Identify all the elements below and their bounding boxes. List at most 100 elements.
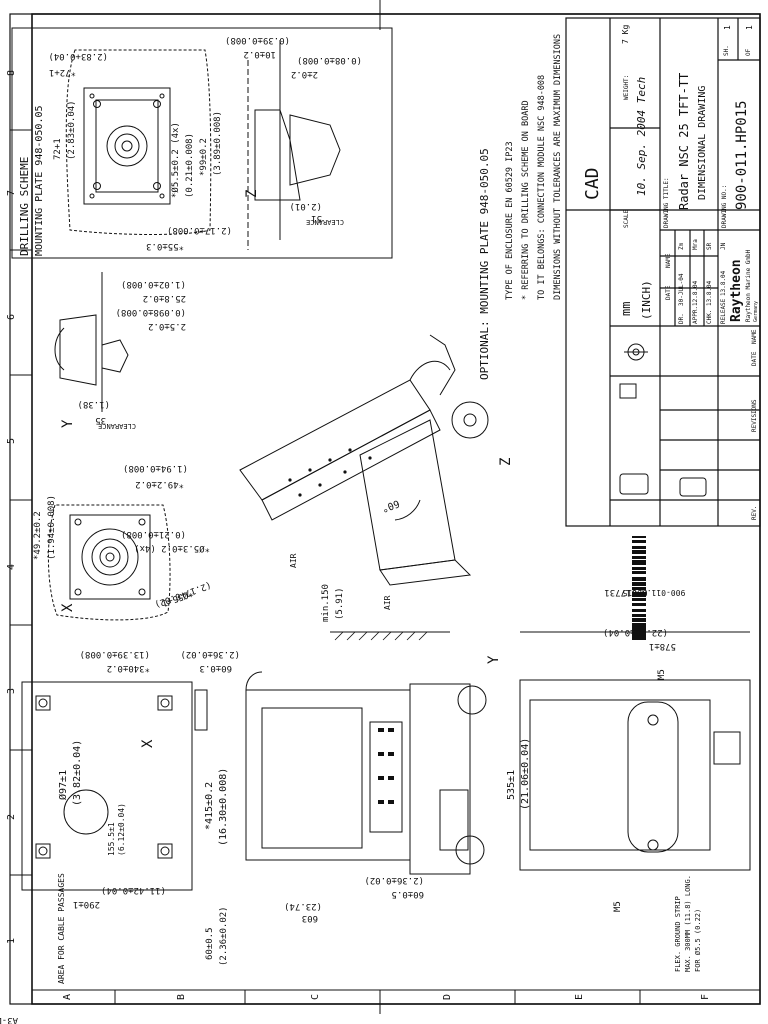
dim-415-in: (16.30±0.008) <box>218 768 229 846</box>
flex-strip-line1: FLEX. GROUND STRIP <box>674 896 682 972</box>
approval-role: APPR. <box>692 306 699 324</box>
air-label-2: AIR <box>383 595 392 610</box>
cad-label: CAD <box>582 167 603 200</box>
view-y: Y 25.8±0.2 (1.02±0.008) 2.5±0.2 (0.098±0… <box>54 272 186 430</box>
zone-letter: E <box>574 994 585 1000</box>
dim-55s-in: (2.17±0.008) <box>167 225 232 235</box>
dim-49-in: (1.94±0.008) <box>47 495 57 560</box>
drawing-no-label: DRAWING NO.: <box>721 185 728 228</box>
approval-date: 12.8.04 <box>692 280 699 306</box>
dim-10-in: (0.39±0.008) <box>225 35 290 45</box>
zone-labels: 1 2 3 4 5 6 7 8 A B C D E F A3-D <box>0 70 711 1024</box>
dim-55s: *55±0.3 <box>146 241 184 251</box>
dim-603-in: (23.74) <box>284 901 322 911</box>
units-inch: (INCH) <box>640 280 653 320</box>
dim-578-in: (22.76±0.04) <box>603 627 668 637</box>
approval-name: SR <box>706 242 713 250</box>
foot-corner <box>157 843 173 859</box>
revision-name-header: NAME <box>751 329 758 344</box>
angle-label: 60° <box>380 497 401 514</box>
approval-date: 13.8.04 <box>706 280 713 306</box>
drawing-title-label: DRAWING TITLE: <box>663 177 670 228</box>
approvals-date-header: DATE <box>665 285 672 300</box>
sheet-of-number: 1 <box>745 25 754 30</box>
zone-letter: D <box>442 994 453 1000</box>
dim-603: 603 <box>302 913 318 923</box>
dim-578: 578±1 <box>649 641 676 651</box>
hatch-floor <box>334 631 428 641</box>
drawing-number: 900-011.HP015 <box>734 100 750 210</box>
barcode: 05017731 900-011.HP015 <box>604 536 685 640</box>
dim-49h-in: (1.94±0.008) <box>123 463 188 473</box>
sheet-size-tag: A3-D <box>0 1015 18 1024</box>
scale-label: SCALE <box>623 210 630 228</box>
drilling-scheme-view: DRILLING SCHEME MOUNTING PLATE 948-050.0… <box>11 27 393 259</box>
dim-60-in: (2.36±0.02) <box>180 649 240 659</box>
approval-date: 13.8.04 <box>720 270 727 296</box>
radar-isometric-view: AIR AIR min.150 (5.91) 60° Z <box>239 334 514 641</box>
plate-view: *340±0.2 (13.39±0.008) 60±0.3 (2.36±0.02… <box>21 649 240 984</box>
rear-view: 578±1 (22.76±0.04) 535±1 (21.06±0.04) M5… <box>506 627 751 972</box>
sheet-number: 1 <box>723 25 732 30</box>
drawing-title-line1: Radar NSC 25 TFT-TT <box>677 73 691 210</box>
note-tolerances: DIMENSIONS WITHOUT TOLERANCES ARE MAXIMU… <box>553 34 563 300</box>
view-x-marker: X <box>140 739 156 748</box>
clearance-label: CLEARANCE <box>306 218 344 226</box>
dim-51: 51 <box>311 213 322 223</box>
revision-header: REVISIONS <box>751 399 758 432</box>
view-x: X *49.2±0.2 (1.94±0.008) *Ø5.3±0.2 (4x) … <box>33 463 212 621</box>
revision-rev-header: REV. <box>751 506 758 520</box>
projection-symbol <box>624 343 648 361</box>
dim-97: Ø97±1 <box>57 770 69 800</box>
dim-415: *415±0.2 <box>204 782 215 830</box>
sheet-of-label: OF <box>745 48 752 56</box>
dim-340-in: (13.39±0.008) <box>80 649 150 659</box>
approvals-name-header: NAME <box>665 253 672 268</box>
foot-corner <box>35 695 51 711</box>
weight-value: 7 Kg <box>621 25 630 44</box>
cable-area-label: AREA FOR CABLE PASSAGES <box>57 873 66 984</box>
note-drilling-ref: * REFERRING TO DRILLING SCHEME ON BOARD <box>521 100 531 300</box>
zone-number: 1 <box>6 938 17 944</box>
flex-strip-line3: FOR Ø5.5 (0.22) <box>694 909 702 972</box>
dim-55h: *Ø5.5±0.2 (4x) <box>170 122 181 198</box>
foot-corner <box>157 695 173 711</box>
note-connection: TO IT BELONGS: CONNECTION MODULE NSC 948… <box>537 75 547 300</box>
title-block: CAD SCALE WEIGHT: 7 Kg 10. Sep. 2004 Tec… <box>565 17 761 527</box>
weight-label: WEIGHT: <box>623 75 630 100</box>
zone-letter: F <box>700 994 711 1000</box>
zone-number: 6 <box>6 314 17 320</box>
dim-60b: 60±0.5 <box>205 927 215 960</box>
note-optional-plate: OPTIONAL: MOUNTING PLATE 948-050.05 <box>478 148 491 380</box>
dim-72v: 72+1 <box>53 138 63 160</box>
dim-99-in: (3.89±0.008) <box>213 111 223 176</box>
zone-letter: A <box>62 994 73 1000</box>
zone-number: 3 <box>6 688 17 694</box>
dim-60c: 60±0.5 <box>391 889 424 899</box>
approval-date: 30-JUL-04 <box>678 273 685 306</box>
dim-155: 155.5±1 <box>107 822 116 856</box>
units-mm: mm <box>619 302 633 316</box>
handwritten-date: 10. Sep. 2004 Tech <box>635 77 648 196</box>
approval-role: RELEASE <box>720 298 727 324</box>
dim-60c-in: (2.36±0.02) <box>364 875 424 885</box>
dim-290: 290±1 <box>73 899 100 909</box>
clearance-label-y: CLEARANCE <box>98 422 136 430</box>
zone-number: 4 <box>6 564 17 570</box>
zone-letter: C <box>310 994 321 1000</box>
air-label-1: AIR <box>289 553 298 568</box>
dim-55h-in: (0.21±0.008) <box>185 133 195 198</box>
dim-97-in: (3.82±0.04) <box>72 740 83 806</box>
view-y-marker: Y <box>486 655 502 664</box>
dim-53: *Ø5.3±0.2 (4x) <box>134 543 210 554</box>
company-country: Germany <box>753 301 759 322</box>
dim-25b: 2.5±0.2 <box>148 321 186 331</box>
dim-55-in: (2.17+0.02) <box>153 579 212 609</box>
view-x-label: X <box>60 603 76 612</box>
approval-name: Zm <box>678 242 685 250</box>
dim-290-in: (11.42±0.04) <box>101 885 166 895</box>
zone-number: 5 <box>6 438 17 444</box>
notes: TYPE OF ENCLOSURE EN 60529 IP23 * REFERR… <box>478 34 563 380</box>
approval-name: JN <box>720 242 727 250</box>
